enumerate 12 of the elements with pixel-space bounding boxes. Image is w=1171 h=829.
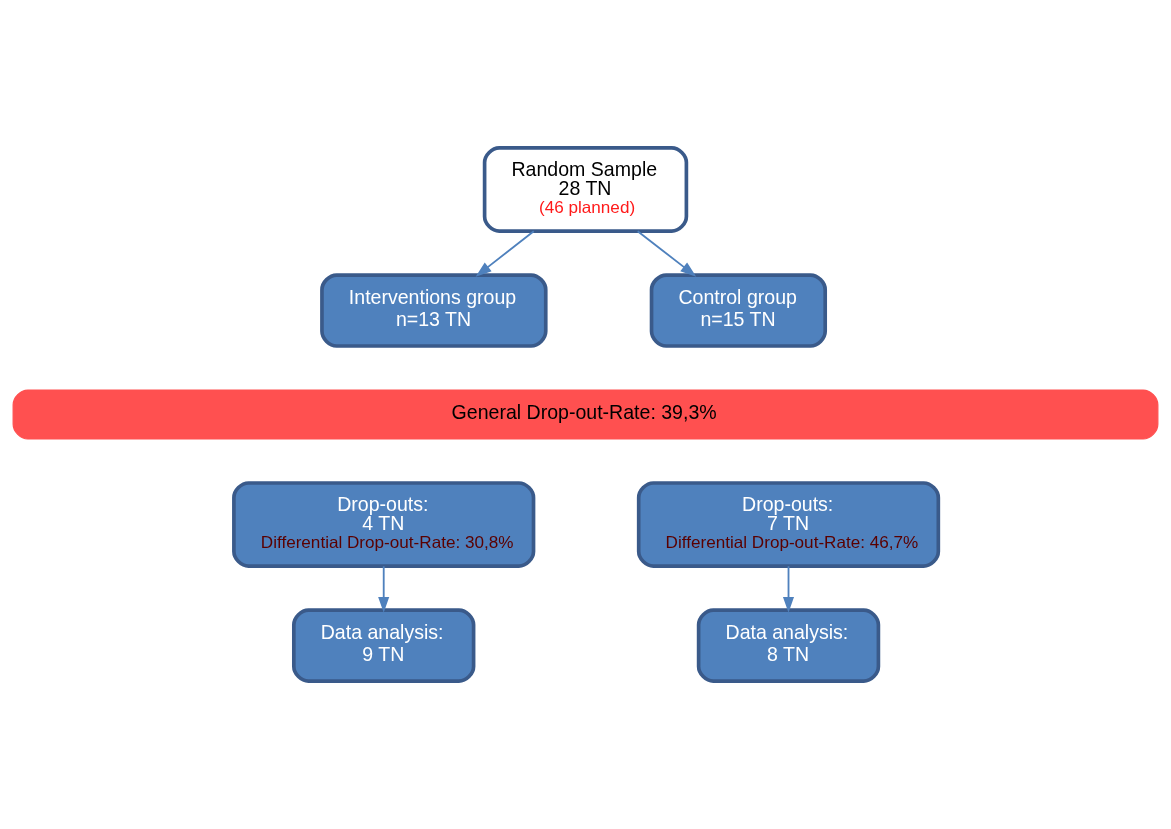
node-box: Drop-outs: 7 TN Differential Drop-out-Rate: 46,7% <box>636 481 941 568</box>
node-box: General Drop-out-Rate: 39,3% <box>12 389 1159 440</box>
arrow <box>636 230 697 277</box>
node-box: Data analysis: 8 TN <box>696 608 881 683</box>
arrow <box>378 565 390 613</box>
node-box: Drop-outs: 4 TN Differential Drop-out-Rate: 30,8% <box>232 481 536 568</box>
node-box: Interventions group n=13 TN <box>320 273 548 348</box>
node-box: Data analysis: 9 TN <box>292 608 476 683</box>
node-box: Random Sample 28 TN (46 planned) <box>482 146 689 233</box>
arrow <box>475 230 535 277</box>
arrow <box>782 565 795 613</box>
node-box: Control group n=15 TN <box>649 273 828 348</box>
